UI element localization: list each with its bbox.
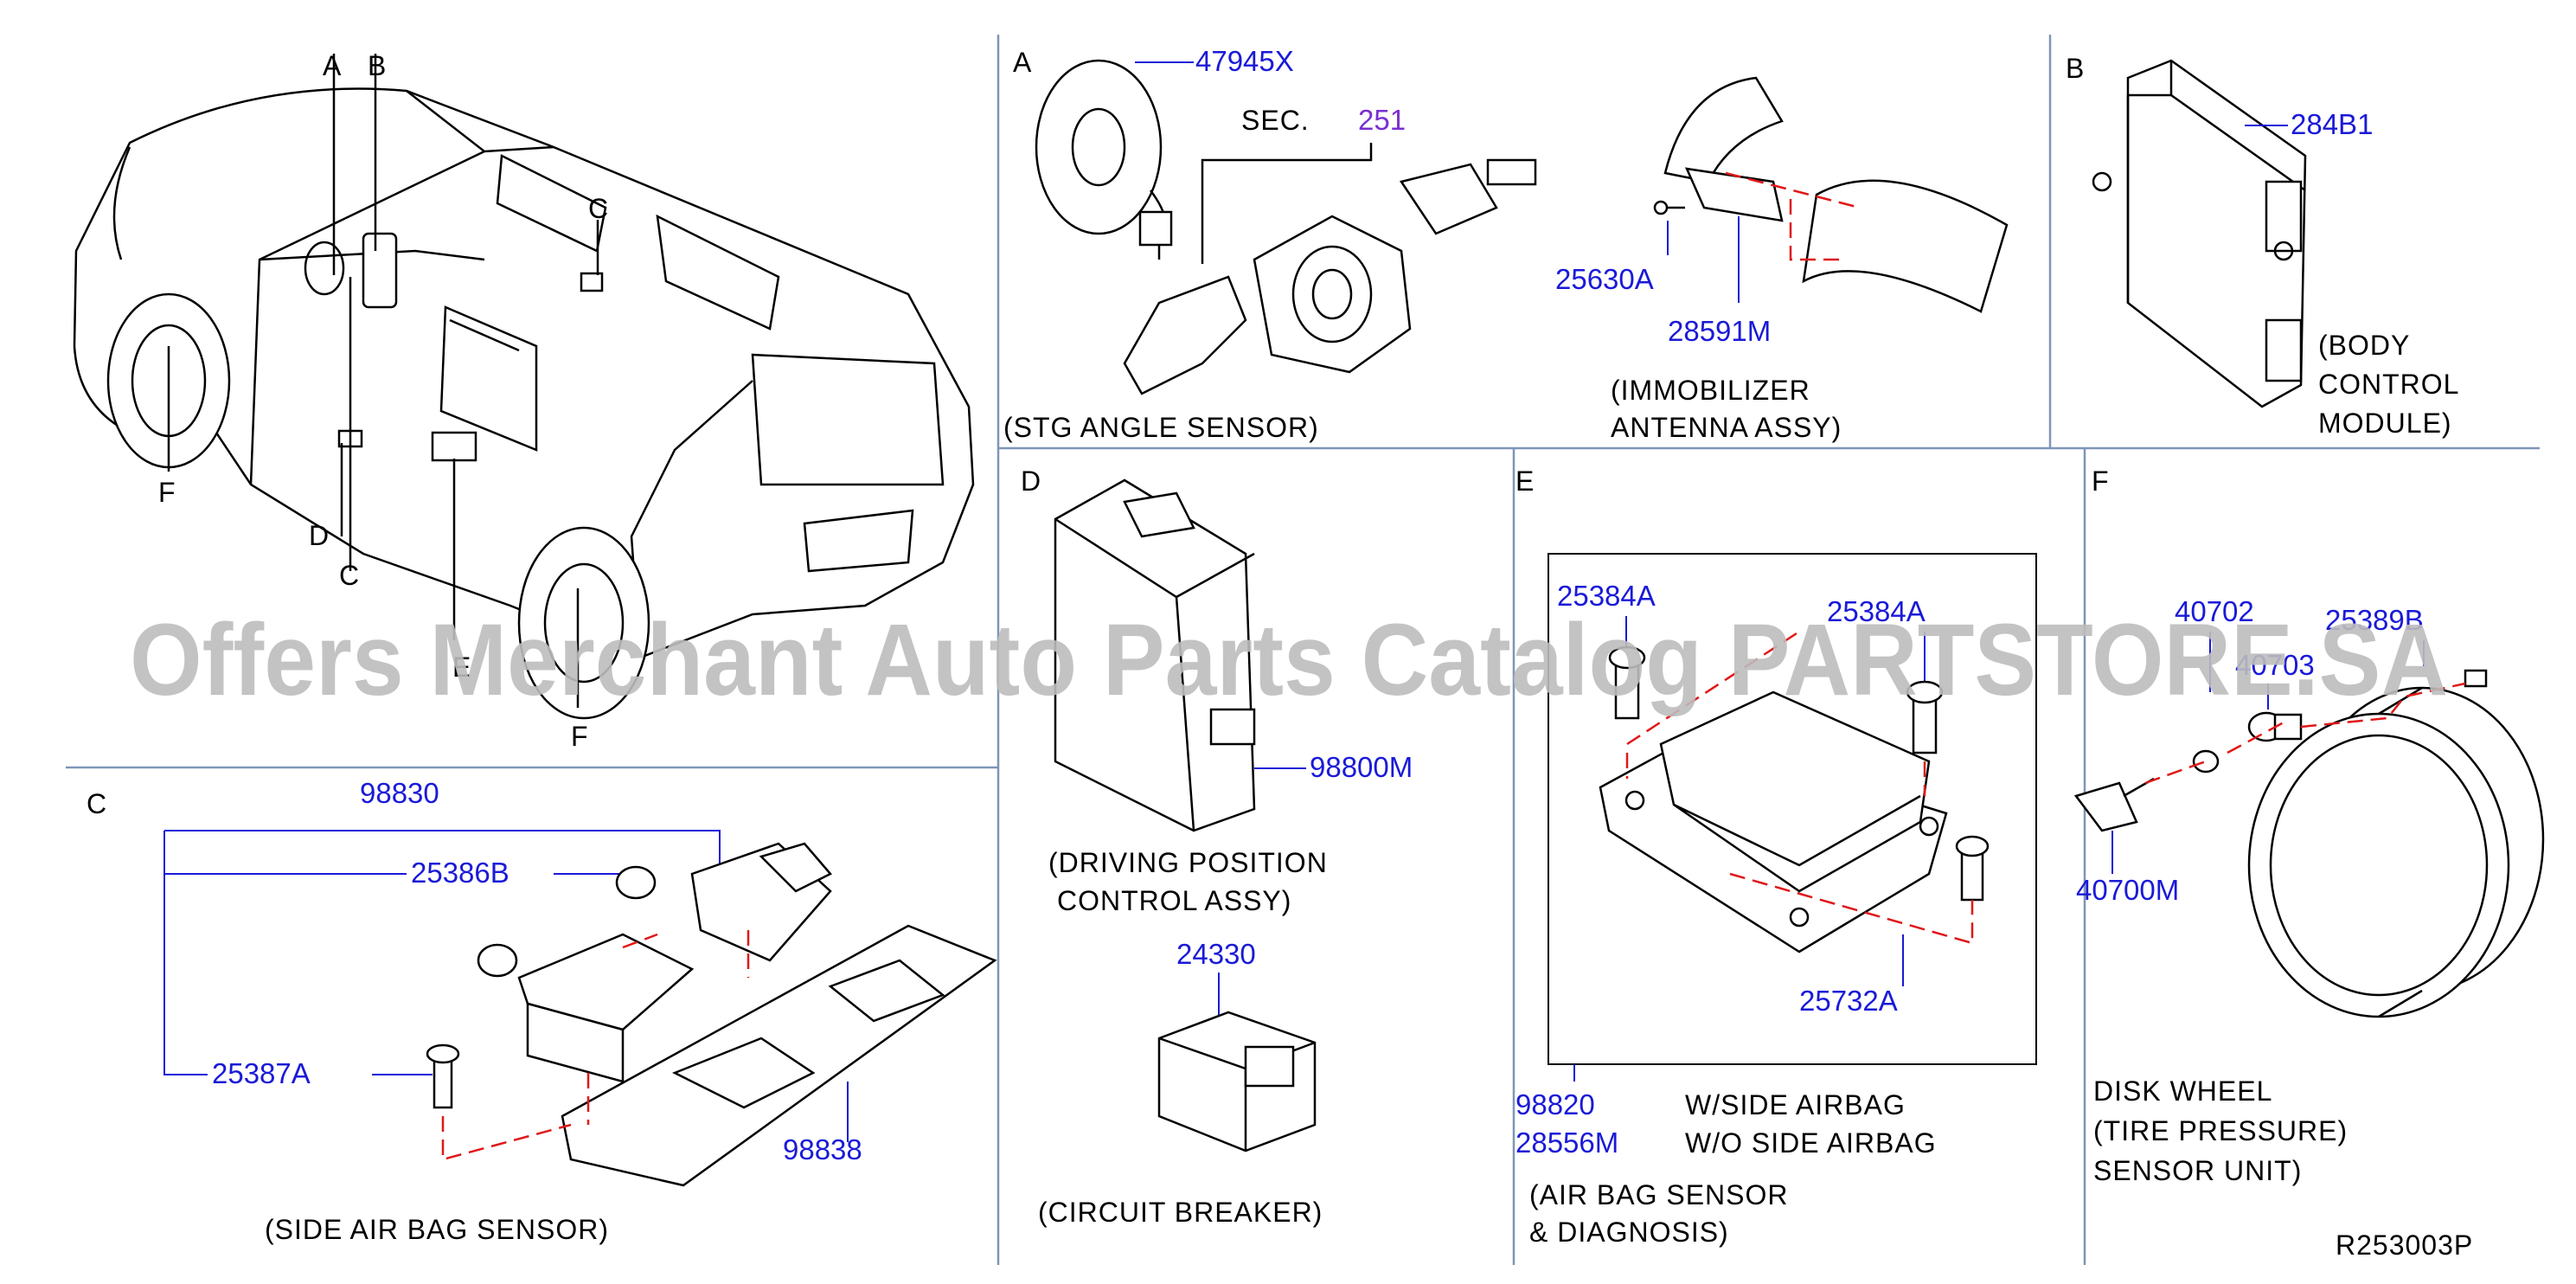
panel-d: D 98800M (DRIVING POSITION CONTROL ASSY)…	[1021, 465, 1413, 1228]
callout-b: B	[368, 50, 387, 81]
part-40702: 40702	[2175, 595, 2254, 627]
disk-wheel-caption: DISK WHEEL	[2093, 1075, 2272, 1107]
part-25386b: 25386B	[411, 857, 509, 889]
note-with-side-airbag: W/SIDE AIRBAG	[1685, 1089, 1906, 1120]
part-98830: 98830	[360, 777, 439, 809]
panel-e-letter: E	[1515, 465, 1535, 497]
part-284b1: 284B1	[2291, 108, 2373, 140]
part-25387a: 25387A	[212, 1057, 311, 1089]
part-25389b: 25389B	[2325, 604, 2424, 636]
part-40700m: 40700M	[2076, 874, 2179, 906]
diagram-code: R253003P	[2336, 1229, 2473, 1261]
tire-pressure-caption: (TIRE PRESSURE)	[2093, 1115, 2348, 1146]
side-airbag-caption: (SIDE AIR BAG SENSOR)	[265, 1214, 609, 1245]
bcm-caption-3: MODULE)	[2318, 408, 2452, 439]
part-25732a: 25732A	[1799, 985, 1898, 1017]
part-98800m: 98800M	[1310, 751, 1413, 783]
part-25630a: 25630A	[1555, 263, 1654, 295]
vehicle-callouts: A B C C D E F F	[158, 50, 609, 752]
part-98820: 98820	[1515, 1088, 1595, 1120]
airbag-sensor-caption-2: & DIAGNOSIS)	[1529, 1217, 1729, 1248]
dpc-caption-2: CONTROL ASSY)	[1057, 885, 1291, 916]
immobilizer-caption-1: (IMMOBILIZER	[1611, 375, 1810, 406]
callout-f-rear: F	[571, 721, 589, 752]
bcm-caption-2: CONTROL	[2318, 369, 2459, 400]
panel-dividers	[66, 35, 2540, 1265]
part-24330: 24330	[1176, 938, 1256, 970]
panel-a-letter: A	[1013, 47, 1032, 78]
panel-c: C 98830 25386B 25387A 98838 (SIDE AIR BA…	[87, 777, 997, 1245]
part-40703: 40703	[2235, 649, 2315, 681]
panel-f-letter: F	[2092, 465, 2110, 497]
bcm-caption-1: (BODY	[2318, 330, 2410, 361]
panel-a: A 47945X SEC. 251 (STG ANGLE SENSOR) 256…	[1003, 45, 2009, 443]
sec-label: SEC.	[1241, 105, 1310, 136]
circuit-breaker-caption: (CIRCUIT BREAKER)	[1038, 1197, 1323, 1228]
callout-c-upper: C	[588, 193, 609, 224]
panel-e: E 25384A 25384A 25732A 98820 28556M W/SI…	[1515, 465, 2037, 1248]
sensor-unit-caption: SENSOR UNIT)	[2093, 1155, 2302, 1186]
watermark: Offers Merchant Auto Parts Catalog PARTS…	[130, 603, 2448, 717]
dpc-caption-1: (DRIVING POSITION	[1048, 847, 1328, 878]
panel-b: B 284B1 (BODY CONTROL MODULE)	[2066, 53, 2459, 439]
panel-d-letter: D	[1021, 465, 1041, 497]
panel-b-letter: B	[2066, 53, 2085, 84]
panel-f: F 40702 25389B 40703 40700M DISK WHEEL (…	[2073, 465, 2545, 1261]
part-25384a-left: 25384A	[1557, 580, 1656, 612]
sec-ref: 251	[1358, 104, 1406, 136]
part-98838: 98838	[783, 1133, 862, 1165]
immobilizer-caption-2: ANTENNA ASSY)	[1611, 412, 1842, 443]
airbag-sensor-caption-1: (AIR BAG SENSOR	[1529, 1179, 1789, 1210]
part-47945x: 47945X	[1195, 45, 1294, 77]
stg-caption: (STG ANGLE SENSOR)	[1003, 412, 1319, 443]
note-without-side-airbag: W/O SIDE AIRBAG	[1685, 1127, 1937, 1159]
vehicle-illustration	[73, 54, 975, 720]
callout-f-front: F	[158, 477, 176, 508]
panel-c-letter: C	[87, 788, 107, 819]
part-28591m: 28591M	[1668, 315, 1771, 347]
callout-c-lower: C	[339, 560, 360, 591]
callout-a: A	[323, 50, 342, 81]
callout-e: E	[452, 652, 471, 683]
callout-d: D	[309, 520, 330, 551]
part-28556m: 28556M	[1515, 1127, 1618, 1159]
part-25384a-right: 25384A	[1827, 595, 1926, 627]
